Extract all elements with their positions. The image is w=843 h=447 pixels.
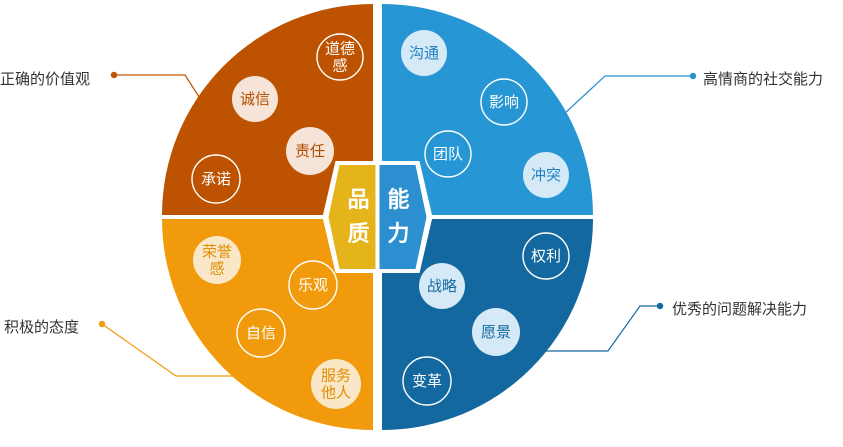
- bubble-bottom-right-3: 愿景: [472, 308, 520, 356]
- connector-layer: [98, 71, 697, 377]
- bubble-label: 冲突: [531, 166, 561, 184]
- bubble-label: 愿景: [481, 323, 511, 341]
- connector-bottom-right-dot: [656, 302, 664, 310]
- bubble-bottom-left-2: 乐观: [288, 260, 338, 310]
- bubble-outline-circle: [316, 33, 364, 81]
- connector-bottom-left: [101, 323, 262, 377]
- connector-top-left-dot: [110, 71, 118, 79]
- hub-character: 品: [347, 188, 369, 213]
- callout-label-top-left: 正确的价值观: [0, 70, 91, 88]
- bubble-label: 变革: [412, 372, 442, 390]
- bubble-label: 服务: [321, 367, 351, 385]
- bubble-top-left-3: 责任: [286, 127, 334, 175]
- bubble-bottom-right-4: 变革: [402, 356, 452, 406]
- bubble-label: 道德: [325, 40, 355, 58]
- bubble-filled-circle: [311, 359, 361, 409]
- connector-bottom-left-dot: [98, 320, 106, 328]
- bubble-top-right-1: 沟通: [401, 30, 447, 76]
- bubble-filled-circle: [523, 152, 569, 198]
- bubble-label: 诚信: [240, 90, 270, 108]
- bubble-filled-circle: [232, 76, 278, 122]
- hub-hexagon-left: [328, 165, 376, 269]
- bubble-label: 影响: [489, 93, 519, 111]
- callout-label-bottom-right: 优秀的问题解决能力: [672, 300, 808, 318]
- bubble-label: 承诺: [201, 170, 231, 188]
- bubble-label: 乐观: [298, 276, 328, 294]
- bubble-label: 荣誉: [202, 243, 232, 261]
- bubble-filled-circle: [401, 30, 447, 76]
- bubble-filled-circle: [419, 263, 465, 309]
- connector-top-right-dot: [689, 72, 697, 80]
- bubble-outline-circle: [236, 308, 286, 358]
- bubble-outline-circle: [191, 154, 241, 204]
- bubble-filled-circle: [286, 127, 334, 175]
- bubble-top-right-3: 团队: [424, 130, 472, 178]
- hub-character: 能: [387, 187, 409, 213]
- bubble-label: 权利: [531, 247, 561, 265]
- bubble-bottom-left-3: 自信: [236, 308, 286, 358]
- bubble-filled-circle: [472, 308, 520, 356]
- bubble-top-left-4: 承诺: [191, 154, 241, 204]
- connector-top-right: [563, 75, 693, 115]
- bubble-filled-circle: [193, 236, 241, 284]
- connector-top-left: [114, 74, 204, 104]
- bubble-outline-circle: [424, 130, 472, 178]
- callout-label-bottom-left: 积极的态度: [4, 318, 80, 336]
- bubble-label: 沟通: [409, 44, 439, 62]
- hub-hexagon-right: [379, 165, 427, 269]
- bubble-label: 团队: [433, 145, 463, 163]
- connector-bottom-right: [520, 305, 660, 352]
- bubble-outline-circle: [288, 260, 338, 310]
- bubble-top-right-2: 影响: [480, 78, 528, 126]
- hub-character: 力: [387, 222, 409, 247]
- bubble-label: 自信: [246, 324, 276, 342]
- bubble-outline-circle: [480, 78, 528, 126]
- bubble-outline-circle: [522, 232, 570, 280]
- hub-character: 质: [347, 222, 369, 247]
- bubble-bottom-right-2: 战略: [419, 263, 465, 309]
- bubble-label: 感: [209, 260, 224, 278]
- bubble-label: 战略: [427, 277, 457, 295]
- bubble-top-left-2: 诚信: [232, 76, 278, 122]
- bubble-outline-circle: [402, 356, 452, 406]
- bubble-bottom-left-1: 荣誉感: [193, 236, 241, 284]
- bubble-bottom-right-1: 权利: [522, 232, 570, 280]
- bubble-top-left-1: 道德感: [316, 33, 364, 81]
- bubble-label: 感: [332, 57, 347, 75]
- bubble-label: 责任: [295, 142, 325, 160]
- callout-label-top-right: 高情商的社交能力: [703, 70, 824, 88]
- bubble-top-right-4: 冲突: [523, 152, 569, 198]
- bubble-label: 他人: [321, 384, 351, 402]
